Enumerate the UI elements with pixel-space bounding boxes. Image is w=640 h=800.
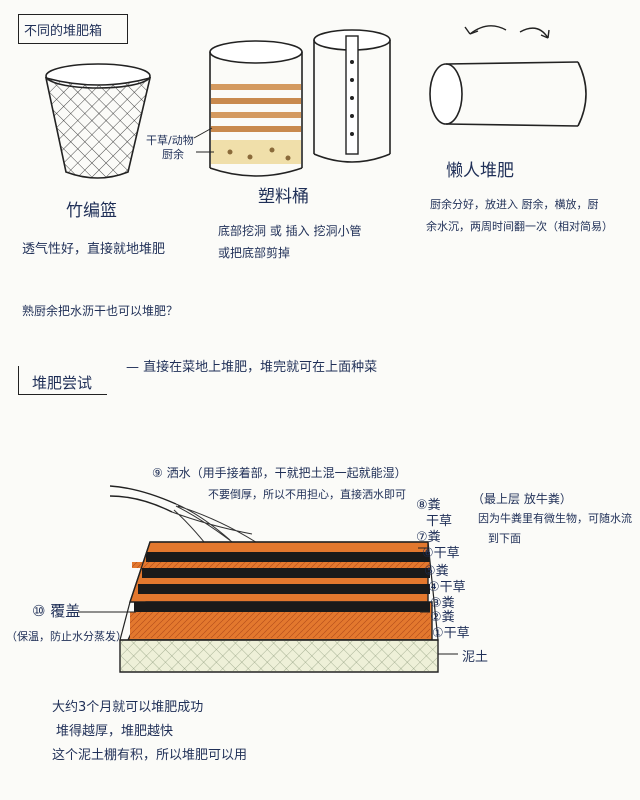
lazy-label: 懒人堆肥 — [446, 156, 514, 181]
basket-note: 透气性好，直接就地堆肥 — [22, 238, 165, 257]
section1-title: 不同的堆肥箱 — [24, 20, 102, 39]
compost-pile-illustration — [120, 542, 438, 672]
bucket-label: 塑料桶 — [258, 182, 309, 207]
bucket-note-line1: 底部挖洞 或 插入 挖洞小管 — [218, 222, 361, 239]
layer-label: ①干草 — [432, 622, 470, 641]
dung-note-line1: （最上层 放牛粪） — [472, 490, 572, 507]
conclusion-line3: 这个泥土棚有积，所以堆肥可以用 — [52, 744, 247, 763]
bucket-layer-label-kitchen: 厨余 — [162, 146, 184, 162]
water-note-line2: 不要倒厚，所以不用担心，直接洒水即可 — [208, 486, 406, 502]
bamboo-basket-illustration — [46, 64, 150, 178]
section2-title: 堆肥尝试 — [32, 372, 92, 393]
conclusion-line1: 大约3个月就可以堆肥成功 — [52, 696, 203, 715]
basket-label: 竹编篮 — [66, 196, 117, 221]
dung-note-line2: 因为牛粪里有微生物，可随水流 — [478, 510, 632, 526]
lazy-compost-illustration — [430, 26, 586, 126]
plastic-bucket-illustration — [194, 41, 302, 176]
bucket-note-line2: 或把底部剪掉 — [218, 244, 290, 261]
section2-subtitle: — 直接在菜地上堆肥，堆完就可在上面种菜 — [126, 356, 377, 375]
dung-note-line3: 到下面 — [488, 530, 521, 546]
cover-note: （保温，防止水分蒸发） — [6, 628, 127, 644]
question-text: 熟厨余把水沥干也可以堆肥？ — [22, 302, 178, 319]
layer-label: ⑥干草 — [422, 542, 460, 561]
conclusion-line2: 堆得越厚，堆肥越快 — [56, 720, 173, 739]
cover-label: ⑩ 覆盖 — [32, 600, 80, 621]
lazy-note-line2: 余水沉，两周时间翻一次（相对简易） — [426, 218, 613, 234]
bucket-with-pipe-illustration — [314, 30, 390, 162]
water-note-line1: ⑨ 洒水（用手接着部，干就把土混一起就能湿） — [152, 464, 407, 481]
lazy-note-line1: 厨余分好，放进入 厨余，横放，厨 — [430, 196, 599, 212]
soil-label: 泥土 — [462, 646, 488, 665]
